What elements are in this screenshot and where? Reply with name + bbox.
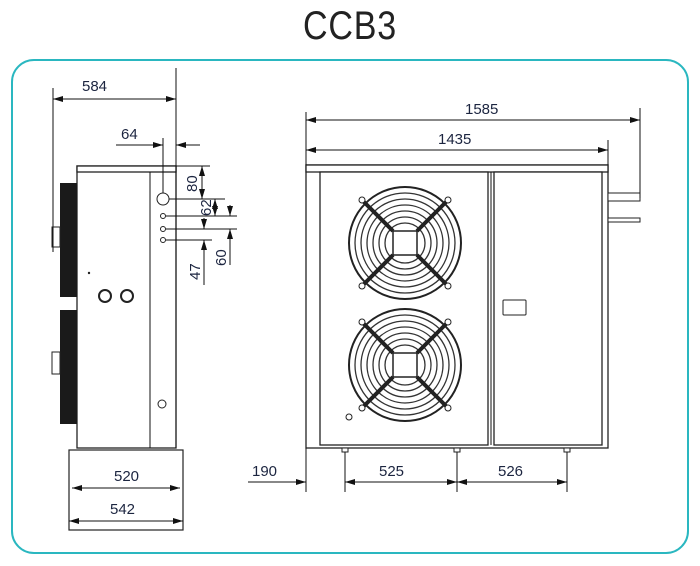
dim-side-depth: 584	[82, 78, 107, 95]
drawing-title: CCB3	[302, 4, 398, 48]
dim-pipe-spacing-3: 47	[187, 263, 204, 280]
pipe-connection	[156, 192, 170, 206]
dim-pipe-spacing-1: 62	[198, 199, 215, 216]
foot	[453, 447, 461, 453]
condenser-coil-top	[60, 183, 77, 297]
dim-pipe-offset: 64	[121, 126, 138, 143]
foot	[563, 447, 571, 453]
base-frame	[68, 449, 184, 531]
dim-pipe-spacing-2: 60	[213, 249, 230, 266]
front-view: 1585 1435 190 525 526	[248, 101, 641, 492]
foot	[341, 447, 349, 453]
dim-overall-width: 1585	[465, 101, 498, 118]
dim-top-to-pipe: 80	[184, 175, 201, 192]
pipe-connection	[160, 213, 166, 219]
dim-base-outer: 542	[110, 501, 135, 518]
drawing-frame	[11, 59, 689, 554]
dim-left-offset: 190	[252, 463, 277, 480]
service-valve-icon	[98, 289, 112, 303]
dim-body-width: 1435	[438, 131, 471, 148]
pipe-outlet	[607, 192, 641, 202]
pipe-outlet	[607, 217, 641, 223]
condenser-coil-bottom	[60, 310, 77, 424]
pipe-connection	[160, 237, 166, 243]
dim-base-inner: 520	[114, 468, 139, 485]
dim-foot-spacing-1: 525	[379, 463, 404, 480]
electrical-box-label	[502, 299, 527, 316]
pipe-connection	[160, 226, 166, 232]
dim-foot-spacing-2: 526	[498, 463, 523, 480]
side-view: 584 64 80 62 60 47 520 542	[51, 68, 237, 531]
service-valve-icon	[120, 289, 134, 303]
